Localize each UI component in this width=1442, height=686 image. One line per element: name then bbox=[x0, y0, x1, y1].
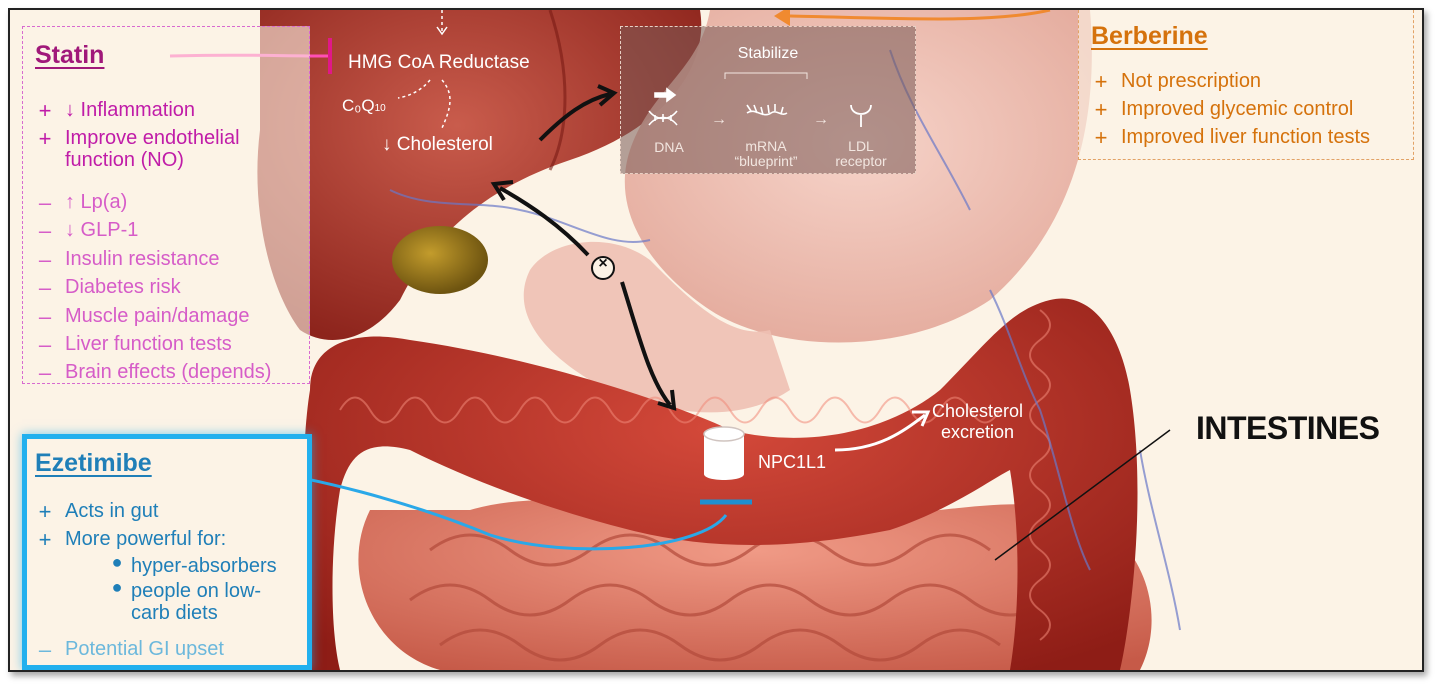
plus-icon: + bbox=[38, 98, 52, 123]
hmg-coa-reductase-label: HMG CoA Reductase bbox=[348, 52, 530, 73]
gallbladder bbox=[392, 226, 488, 294]
minus-icon: – bbox=[38, 332, 52, 357]
minus-icon: – bbox=[38, 275, 52, 300]
statin-con-item: Insulin resistance bbox=[65, 248, 220, 270]
plus-icon: + bbox=[1094, 125, 1108, 150]
plus-icon: + bbox=[1094, 97, 1108, 122]
mrna-icon bbox=[746, 104, 788, 116]
mrna-label: mRNA “blueprint” bbox=[734, 138, 798, 169]
npc1l1-to-cholesterol-arrow bbox=[499, 186, 590, 257]
statin-con-item: Liver function tests bbox=[65, 333, 232, 355]
plus-icon: + bbox=[1094, 69, 1108, 94]
stabilize-box: Stabilize → → DNA mRNA “blueprint” LDL r… bbox=[620, 26, 916, 174]
minus-icon: – bbox=[38, 304, 52, 329]
ldl-receptor-icon bbox=[850, 104, 872, 127]
cholesterol-label: ↓ Cholesterol bbox=[382, 134, 493, 155]
cholesterol-excretion-label: Cholesterol excretion bbox=[932, 401, 1024, 442]
cholesterol-to-npc1l1-arrowhead bbox=[657, 389, 677, 411]
ezetimibe-con-item: Potential GI upset bbox=[65, 638, 224, 660]
arrow-icon: → bbox=[813, 111, 829, 128]
minus-icon: – bbox=[38, 637, 52, 662]
minus-icon: – bbox=[38, 360, 52, 385]
ezetimibe-panel: Ezetimibe + Acts in gut + More powerful … bbox=[22, 434, 312, 670]
dna-label: DNA bbox=[654, 139, 684, 155]
enzyme-to-coq10-arrow bbox=[397, 79, 431, 99]
ezetimibe-title: Ezetimibe bbox=[35, 449, 152, 477]
ezetimibe-pro-item: Acts in gut bbox=[65, 500, 159, 522]
diagram-frame: Statin + ↓ Inflammation + Improve endoth… bbox=[8, 8, 1424, 672]
intestines-label: INTESTINES bbox=[1196, 410, 1380, 446]
block-circle bbox=[591, 256, 615, 280]
dna-icon bbox=[648, 87, 678, 126]
berberine-title: Berberine bbox=[1091, 22, 1208, 50]
cholesterol-to-npc1l1-arrow bbox=[620, 281, 672, 407]
enzyme-to-cholesterol-arrow bbox=[441, 79, 451, 129]
anatomy-illustration bbox=[169, 10, 1181, 670]
statin-con-item: Diabetes risk bbox=[65, 276, 181, 298]
berberine-item: Improved glycemic control bbox=[1121, 98, 1354, 120]
top-input-arrowhead bbox=[436, 26, 448, 36]
statin-title: Statin bbox=[35, 41, 105, 69]
intestines-pointer bbox=[994, 429, 1171, 561]
berberine-panel: Berberine + Not prescription + Improved … bbox=[1078, 10, 1414, 160]
coq10-label: C₀Q10 bbox=[342, 96, 386, 115]
npc1l1-to-cholesterol-arrowhead bbox=[490, 180, 514, 202]
bullet-icon: ● bbox=[111, 577, 123, 597]
stabilize-label: Stabilize bbox=[737, 45, 799, 62]
pathway-arrows bbox=[397, 10, 1171, 561]
ezetimibe-bullet: people on low- carb diets bbox=[131, 580, 262, 624]
statin-con-item: ↑ Lp(a) bbox=[65, 191, 128, 213]
large-intestine bbox=[302, 298, 1138, 670]
statin-con-item: ↓ GLP-1 bbox=[65, 219, 139, 241]
statin-panel: Statin + ↓ Inflammation + Improve endoth… bbox=[22, 26, 310, 385]
npc1l1-label: NPC1L1 bbox=[758, 452, 827, 472]
berberine-item: Improved liver function tests bbox=[1121, 126, 1370, 148]
statin-con-item: Brain effects (depends) bbox=[65, 361, 272, 383]
small-intestine bbox=[358, 500, 1152, 670]
plus-icon: + bbox=[38, 499, 52, 524]
ezetimibe-pro-item: More powerful for: bbox=[65, 528, 227, 550]
bullet-icon: ● bbox=[111, 552, 123, 572]
liver bbox=[257, 10, 702, 340]
statin-pro-item: ↓ Inflammation bbox=[65, 99, 196, 121]
berberine-item: Not prescription bbox=[1121, 70, 1262, 92]
arrow-icon: → bbox=[711, 111, 727, 128]
minus-icon: – bbox=[38, 247, 52, 272]
statin-con-item: Muscle pain/damage bbox=[65, 305, 250, 327]
excretion-arrow bbox=[834, 413, 926, 452]
cholesterol-to-stabilize-arrowhead bbox=[597, 84, 618, 107]
minus-icon: – bbox=[38, 218, 52, 243]
minus-icon: – bbox=[38, 190, 52, 215]
npc1l1-transporter-icon bbox=[703, 426, 745, 480]
berberine-arrow bbox=[774, 10, 1051, 26]
stabilize-bracket bbox=[724, 72, 808, 79]
excretion-arrowhead bbox=[912, 410, 931, 427]
plus-icon: + bbox=[38, 126, 52, 151]
stabilize-icons bbox=[648, 72, 872, 127]
plus-icon: + bbox=[38, 527, 52, 552]
ldl-receptor-label: LDL receptor bbox=[835, 138, 887, 169]
ezetimibe-bullet: hyper-absorbers bbox=[131, 555, 277, 577]
cholesterol-to-stabilize-arrow bbox=[538, 92, 611, 142]
block-icon: × bbox=[598, 255, 608, 272]
statin-pro-item: Improve endothelial function (NO) bbox=[65, 127, 240, 171]
